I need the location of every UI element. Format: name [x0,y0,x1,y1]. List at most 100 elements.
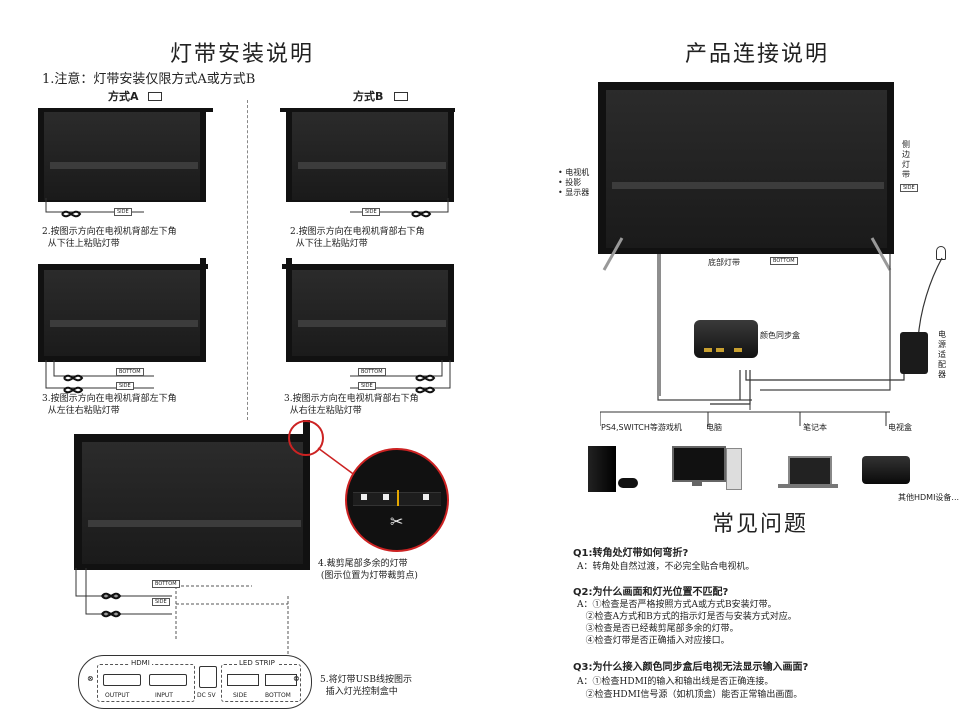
adapter-label: 电源适配器 [938,330,946,379]
device-label-console: PS4,SWITCH等游戏机 [601,423,682,432]
led-strip [303,420,310,570]
faq-a2-line: A：①检查是否严格按照方式A或方式B安装灯带。 [577,600,777,610]
output-label: OUTPUT [105,692,130,699]
step3-b: 3.按图示方向在电视机背部右下角 从右往左粘贴灯带 [284,394,419,416]
tv-back-diagram [290,268,454,362]
led-strip [887,82,894,254]
tv-box-icon [862,456,910,484]
faq-title: 常见问题 [712,512,809,537]
step2-b: 2.按图示方向在电视机背部右下角 从下往上粘贴灯带 [290,227,425,249]
step3-a: 3.按图示方向在电视机背部左下角 从左往右粘贴灯带 [42,394,177,416]
led-strip [74,564,310,570]
side-port-label: SIDE [233,692,247,699]
bottom-tag: BOTTOM [152,580,180,588]
led-strip [286,356,454,361]
step4: 4.裁剪尾部多余的灯带 (图示位置为灯带裁剪点) [318,559,418,581]
bottom-tag: BOTTOM [116,368,144,376]
led-strip [38,356,206,361]
game-console-icon [588,446,616,492]
dc-label: DC 5V [197,692,216,699]
light-control-box: ⊗ ⊗ HDMI OUTPUT INPUT DC 5V LED STRIP SI… [78,655,312,709]
gamepad-icon [618,478,638,488]
cut-zoom-circle: ✂ [345,448,449,552]
side-usb-port[interactable] [227,674,259,686]
led-strip [38,264,208,269]
usb-cable [45,360,154,394]
side-tag: SIDE [116,382,134,390]
side-strip-label: 侧边灯带 [902,140,910,179]
method-a-label: 方式A [108,90,139,103]
tv-back-diagram [604,88,892,252]
faq-a2-line: ③检查是否已经裁剪尾部多余的灯带。 [577,624,739,634]
led-strip [286,108,292,202]
monitor-icon [672,446,726,482]
hdmi-output-port[interactable] [103,674,141,686]
scissors-icon: ✂ [390,512,404,531]
screw-icon: ⊗ [87,674,94,683]
faq-a2-line: ④检查灯带是否正确插入对应接口。 [577,636,730,646]
step5: 5.将灯带USB线按图示 插入灯光控制盒中 [320,675,412,697]
usb-cable [45,198,144,218]
left-title: 灯带安装说明 [170,42,315,67]
led-strip [448,264,454,362]
pc-tower-icon [726,448,742,490]
side-tag: SIDE [114,208,132,216]
faq-q1: Q1:转角处灯带如何弯折? [573,548,689,559]
led-strip [448,108,454,202]
tv-back-diagram [42,110,206,202]
faq-q3: Q3:为什么接入颜色同步盒后电视无法显示输入画面? [573,662,809,673]
led-strip [598,82,605,254]
power-adapter [900,332,928,374]
device-label-tvbox: 电视盒 [888,423,912,432]
led-strip [200,108,206,202]
method-divider [247,100,248,420]
plug-icon [936,246,946,260]
led-strip [286,258,292,362]
tv-stand [602,237,892,271]
tv-outline-icon [148,92,162,101]
input-label: INPUT [155,692,173,699]
dc-power-port[interactable] [199,666,217,688]
usb-cable [350,360,451,394]
side-tag: SIDE [358,382,376,390]
cut-point-marker [288,420,324,456]
faq-a2-line: ②检查A方式和B方式的指示灯是否与安装方式对应。 [577,612,797,622]
hdmi-input-port[interactable] [149,674,187,686]
faq-q2: Q2:为什么画面和灯光位置不匹配? [573,587,729,598]
device-label-laptop: 笔记本 [803,423,827,432]
led-strip [598,82,894,88]
tv-outline-icon [394,92,408,101]
side-tag: SIDE [900,184,918,192]
sync-box-label: 颜色同步盒 [760,331,800,340]
led-strip [38,108,44,202]
tv-back-diagram [290,110,454,202]
tv-back-diagram [42,268,206,362]
bottom-tag: BOTTOM [770,257,798,265]
bottom-tag: BOTTOM [358,368,386,376]
led-strip [200,258,206,362]
faq-a1: A：转角处自然过渡，不必完全贴合电视机。 [577,562,755,572]
side-tag: SIDE [152,598,170,606]
bottom-strip-label: 底部灯带 [708,258,740,267]
method-b-label: 方式B [353,90,384,103]
faq-a3-line: ②检查HDMI信号源（如机顶盒）能否正常输出画面。 [577,690,803,700]
led-strip [74,434,81,570]
led-strip [38,264,44,362]
led-strip [74,434,310,440]
step2-a: 2.按图示方向在电视机背部左下角 从下往上粘贴灯带 [42,227,177,249]
color-sync-box [694,320,758,358]
install-note: 1.注意：灯带安装仅限方式A或方式B [42,72,256,87]
side-tag: SIDE [362,208,380,216]
led-strip [598,248,894,254]
zoom-line [317,447,357,477]
usb-cables [75,568,289,660]
bottom-port-label: BOTTOM [265,692,291,699]
hdmi-label: HDMI [129,659,152,667]
tv-types-list: • 电视机 • 投影 • 显示器 [558,168,590,197]
device-label-pc: 电脑 [706,423,722,432]
tv-back-diagram [80,440,309,568]
bottom-usb-port[interactable] [265,674,297,686]
other-devices-label: 其他HDMI设备... [898,493,960,502]
led-strip-label: LED STRIP [237,659,277,667]
faq-a3-line: A：①检查HDMI的输入和输出线是否正确连接。 [577,677,774,687]
